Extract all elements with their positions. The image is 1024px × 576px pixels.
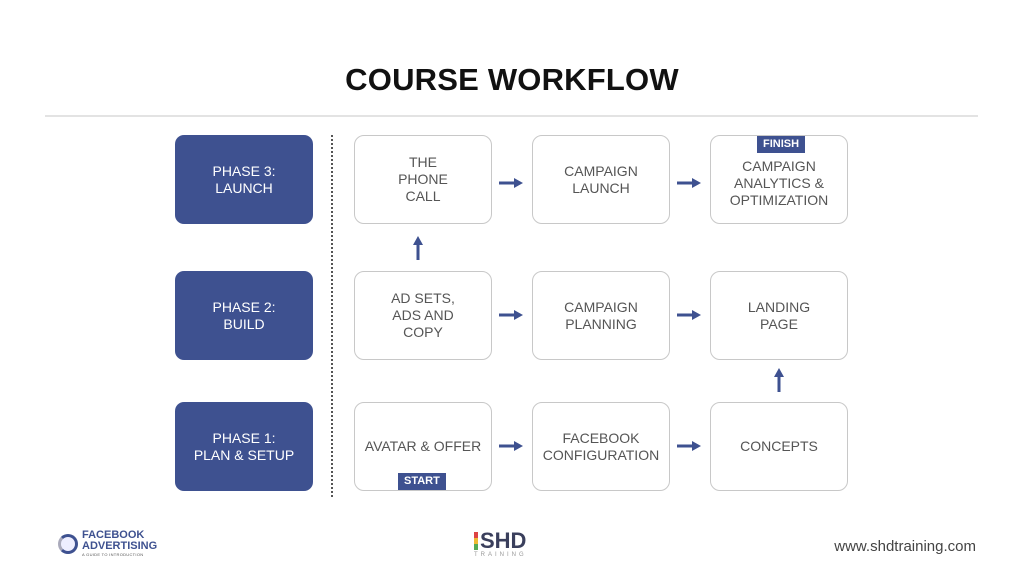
- arrow-right-icon: [499, 310, 523, 320]
- logo-circle-icon: [58, 534, 78, 554]
- facebook-advertising-logo: FACEBOOK ADVERTISING A GUIDE TO INTRODUC…: [58, 530, 157, 558]
- step-concepts: CONCEPTS: [710, 402, 848, 491]
- website-url: www.shdtraining.com: [834, 538, 976, 555]
- arrow-up-icon: [774, 368, 784, 392]
- page-title: COURSE WORKFLOW: [345, 62, 679, 97]
- arrow-right-icon: [499, 441, 523, 451]
- shd-logo-text: SHD: [480, 528, 527, 553]
- logo-color-bar-icon: [474, 532, 478, 550]
- step-facebook-configuration: FACEBOOK CONFIGURATION: [532, 402, 670, 491]
- shd-training-logo: SHD TRAINING: [474, 530, 527, 558]
- fb-logo-line2: ADVERTISING: [82, 540, 158, 552]
- phase-separator-dotted-line: [331, 135, 333, 497]
- step-phone-call: THE PHONE CALL: [354, 135, 492, 224]
- arrow-right-icon: [677, 441, 701, 451]
- arrow-right-icon: [677, 178, 701, 188]
- phase-1-plan-setup: PHASE 1: PLAN & SETUP: [175, 402, 313, 491]
- step-campaign-planning: CAMPAIGN PLANNING: [532, 271, 670, 360]
- step-landing-page: LANDING PAGE: [710, 271, 848, 360]
- step-campaign-analytics-label: CAMPAIGN ANALYTICS & OPTIMIZATION: [729, 158, 829, 208]
- arrow-up-icon: [413, 236, 423, 260]
- step-ad-sets: AD SETS, ADS AND COPY: [354, 271, 492, 360]
- fb-logo-line1: FACEBOOK: [82, 529, 145, 541]
- shd-logo-sub: TRAINING: [474, 552, 527, 558]
- title-divider: [45, 115, 978, 117]
- step-campaign-launch: CAMPAIGN LAUNCH: [532, 135, 670, 224]
- phase-3-launch: PHASE 3: LAUNCH: [175, 135, 313, 224]
- finish-tag: FINISH: [757, 136, 806, 153]
- step-avatar-offer: AVATAR & OFFER: [354, 402, 492, 491]
- fb-logo-sub: A GUIDE TO INTRODUCTION: [82, 552, 144, 557]
- phase-2-build: PHASE 2: BUILD: [175, 271, 313, 360]
- arrow-right-icon: [677, 310, 701, 320]
- arrow-right-icon: [499, 178, 523, 188]
- start-tag: START: [398, 473, 446, 490]
